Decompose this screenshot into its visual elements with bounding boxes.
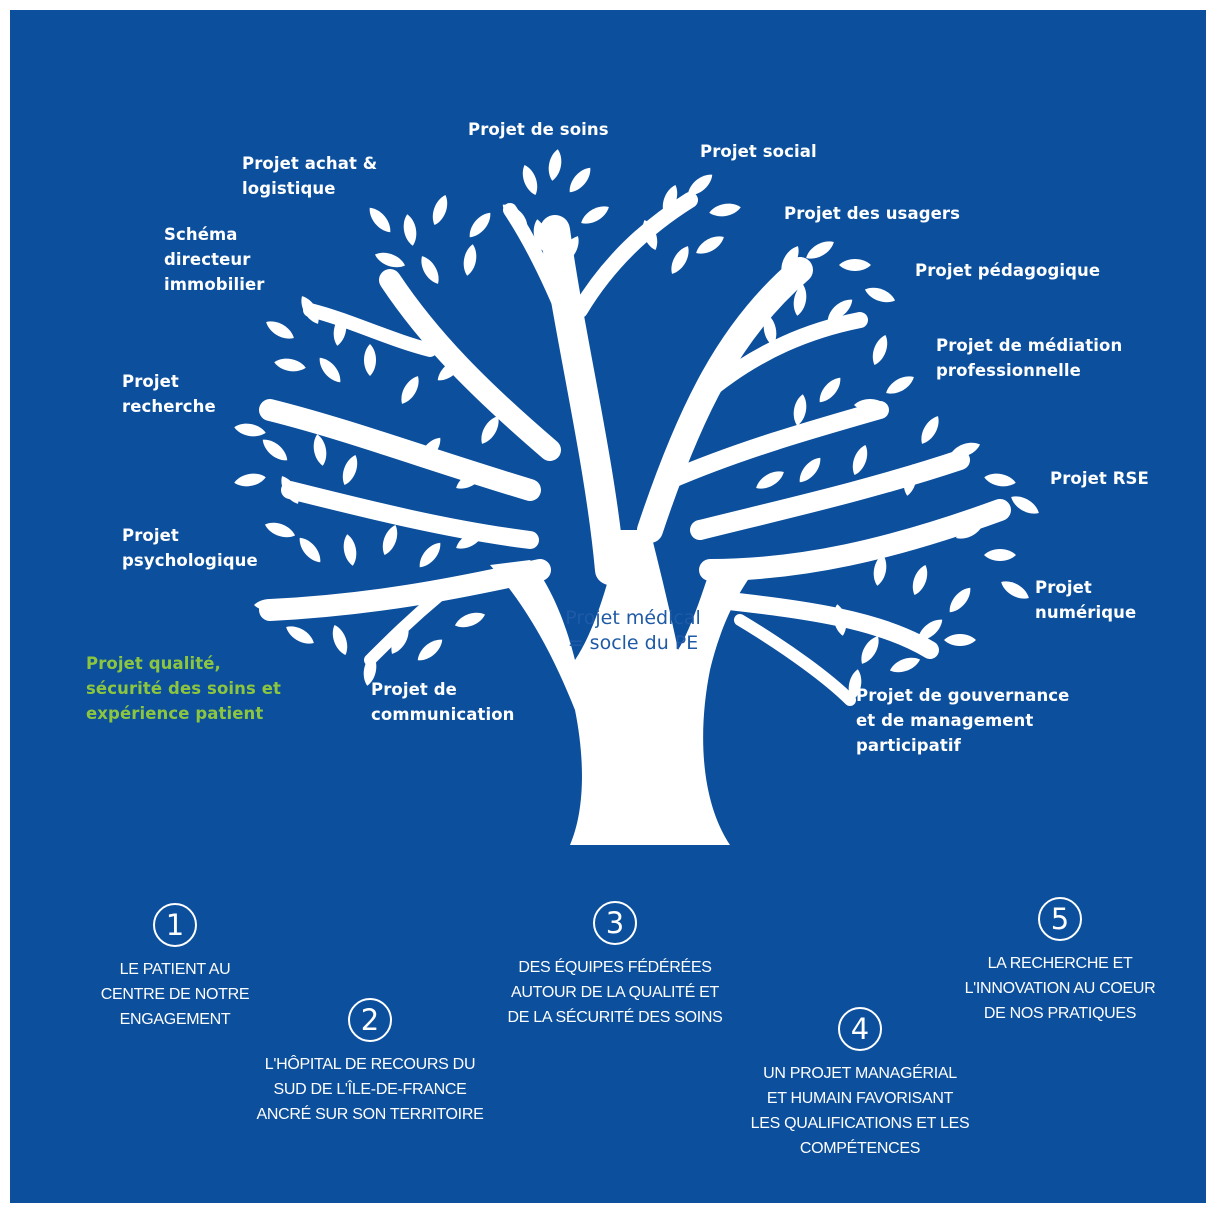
pillar-text: Des équipes fédérées autour de la qualit… — [507, 959, 723, 1026]
label-projet-pedagogique: Projet pédagogique — [915, 261, 1101, 280]
background-panel: Projet de soins Projet social Projet ach… — [10, 10, 1206, 1203]
label-projet-psychologique: Projet psychologique — [122, 526, 258, 570]
pillar-5: 5 La recherche et l'innovation au coeur … — [915, 897, 1205, 1026]
pillar-number: 1 — [153, 903, 197, 947]
label-projet-numerique: Projet numérique — [1035, 578, 1137, 622]
pillar-1: 1 Le patient au centre de notre engageme… — [75, 903, 275, 1032]
pillar-text: La recherche et l'innovation au coeur de… — [964, 955, 1156, 1022]
tree-trunk — [490, 530, 755, 845]
label-projet-mediation: Projet de médiation professionnelle — [936, 336, 1123, 380]
label-projet-rse: Projet RSE — [1050, 469, 1149, 488]
label-projet-social: Projet social — [700, 142, 817, 161]
pillar-3: 3 Des équipes fédérées autour de la qual… — [465, 901, 765, 1030]
pillar-2: 2 L'hôpital de recours du sud de l'Île-d… — [215, 998, 525, 1127]
label-projet-achat: Projet achat & logistique — [242, 154, 378, 198]
center-label-projet-medical: Projet médical = socle du PE — [565, 607, 701, 654]
label-projet-communication: Projet de communication — [371, 680, 515, 724]
label-projet-recherche: Projet recherche — [122, 372, 216, 416]
pillar-number: 2 — [348, 998, 392, 1042]
pillar-text: L'hôpital de recours du sud de l'Île-de-… — [256, 1056, 484, 1123]
pillar-number: 3 — [593, 901, 637, 945]
pillar-4: 4 Un projet managérial et humain favoris… — [710, 1007, 1010, 1161]
pillar-text: Le patient au centre de notre engagement — [100, 961, 250, 1028]
tree-illustration — [233, 148, 1042, 845]
pillar-number: 5 — [1038, 897, 1082, 941]
label-schema-directeur: Schéma directeur immobilier — [164, 225, 265, 294]
label-projet-qualite: Projet qualité, sécurité des soins et ex… — [86, 654, 282, 723]
pillar-number: 4 — [838, 1007, 882, 1051]
label-projet-soins: Projet de soins — [468, 120, 609, 139]
label-projet-gouvernance: Projet de gouvernance et de management p… — [856, 686, 1070, 755]
label-projet-usagers: Projet des usagers — [784, 204, 961, 223]
pillar-text: Un projet managérial et humain favorisan… — [750, 1065, 970, 1157]
